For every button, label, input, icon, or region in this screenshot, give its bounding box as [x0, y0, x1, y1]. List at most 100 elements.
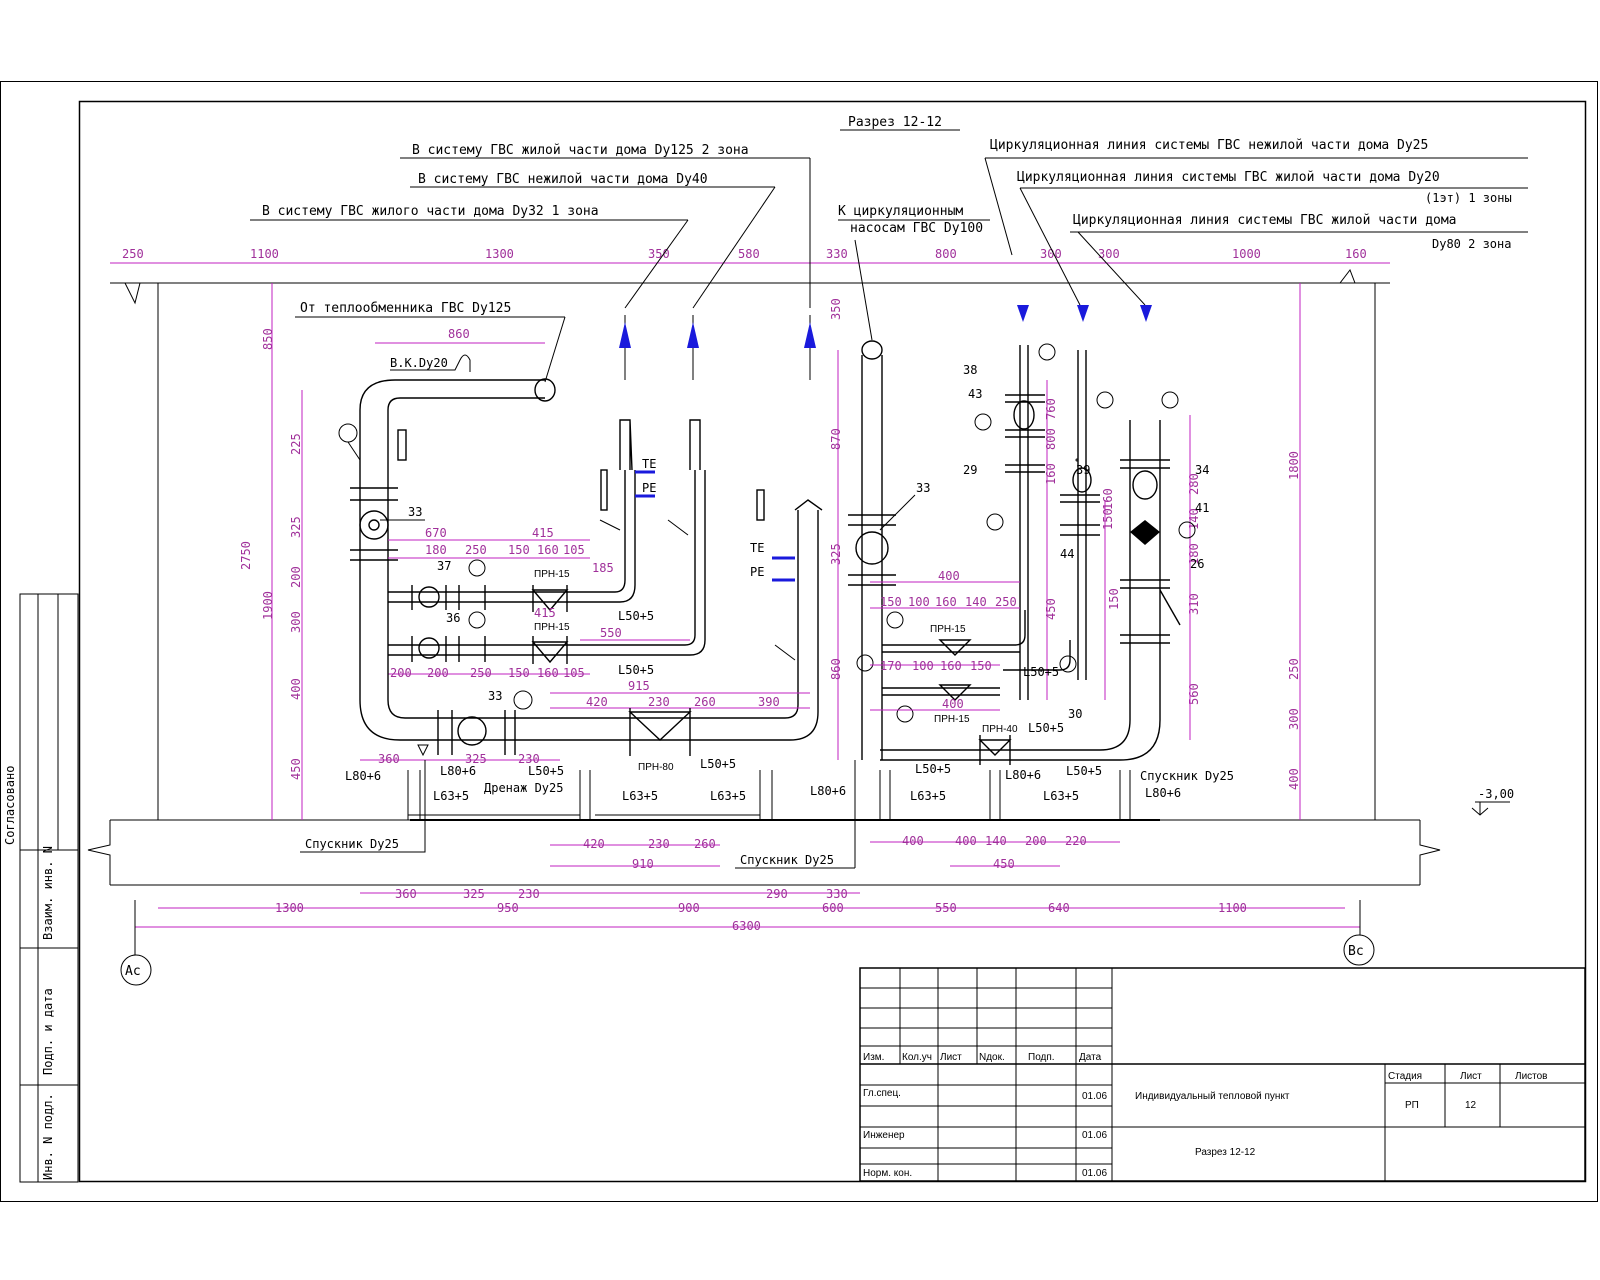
- beam-label: L50+5: [528, 764, 564, 778]
- dim-label: 200: [427, 666, 449, 680]
- dim-label: 360: [378, 752, 400, 766]
- bottom-dim: 1100: [1218, 901, 1247, 915]
- stage-header: Стадия: [1388, 1071, 1422, 1082]
- pressure-gauge-icon: [896, 705, 914, 723]
- dim-label: 140: [985, 834, 1007, 848]
- right-dim: 300: [1287, 708, 1301, 730]
- sheet-value: 12: [1465, 1100, 1477, 1111]
- pressure-gauge-icon: [1161, 391, 1179, 409]
- right-dimensions: 1800 250 300 400 560 310 180 140 280: [1187, 283, 1301, 820]
- left-dim: 200: [289, 566, 303, 588]
- left-dim: 225: [289, 433, 303, 455]
- top-dim: 300: [1098, 247, 1120, 261]
- item-number: 26: [1190, 557, 1204, 571]
- bottom-dim: 325: [463, 887, 485, 901]
- valve-label: ПРН-15: [534, 622, 570, 633]
- grid-axis-a: [120, 954, 152, 986]
- stamp-header: Nдок.: [979, 1052, 1005, 1063]
- outer-frame: [0, 81, 1598, 1202]
- item-number: 33: [408, 505, 422, 519]
- dim-label: 230: [518, 752, 540, 766]
- beam-label: L50+5: [1023, 665, 1059, 679]
- dim-label: 150: [1107, 588, 1121, 610]
- dim-label: 150: [508, 666, 530, 680]
- dim-label: 860: [448, 327, 470, 341]
- dim-label: 760: [1044, 398, 1058, 420]
- circulation-labels: Циркуляционная линия системы ГВС нежилой…: [984, 138, 1528, 322]
- dim-label: 400: [938, 569, 960, 583]
- top-dim: 580: [738, 247, 760, 261]
- circ-dy20-zone: (1эт) 1 зоны: [1425, 191, 1512, 205]
- dim-label: 450: [1044, 598, 1058, 620]
- right-dim: 1800: [1287, 451, 1301, 480]
- down-arrow-icon: [1017, 305, 1029, 322]
- beam-label: L80+6: [810, 784, 846, 798]
- dim-label: 450: [993, 857, 1015, 871]
- drawing-title: Разрез 12-12: [848, 115, 942, 130]
- bottom-dimensions: 360 325 230 290 330 1300 950 900 600 550…: [120, 887, 1375, 986]
- bottom-dim: 640: [1048, 901, 1070, 915]
- beam-label: L50+5: [700, 757, 736, 771]
- bottom-dim: 230: [518, 887, 540, 901]
- approved-label: Согласовано: [3, 766, 17, 845]
- down-arrow-icon: [1140, 305, 1152, 322]
- dim-label: 100: [908, 595, 930, 609]
- drain-left-label: Спускник Dу25: [305, 837, 399, 851]
- dim-label: 160: [537, 666, 559, 680]
- left-dim: 450: [289, 758, 303, 780]
- top-dim: 1100: [250, 247, 279, 261]
- dim-label: 105: [563, 543, 585, 557]
- dim-label: 250: [470, 666, 492, 680]
- left-branches: 670 415 180 250 150 160 105 185 ТЕ РЕ ПР…: [388, 419, 706, 680]
- dim-label: 100: [912, 659, 934, 673]
- dim-label: 105: [563, 666, 585, 680]
- stamp-role: Инженер: [863, 1130, 905, 1141]
- inner-frame: [78, 100, 1587, 1183]
- project-name: Индивидуальный тепловой пункт: [1135, 1091, 1290, 1102]
- beam-label: L50+5: [618, 663, 654, 677]
- dim-label: 400: [902, 834, 924, 848]
- item-number: 41: [1195, 501, 1209, 515]
- item-number: 34: [1195, 463, 1209, 477]
- pressure-gauge-icon: [1096, 391, 1114, 409]
- up-arrow-icon: [687, 322, 699, 348]
- pressure-gauge-icon: [856, 654, 874, 672]
- side-strip: Согласовано Взаим. инв. N Подп. и дата И…: [3, 593, 79, 1183]
- vk-label: В.К.Dу20: [390, 356, 448, 370]
- drain-right-label: Спускник Dу25: [1140, 769, 1234, 783]
- circ-dy20-label: Циркуляционная линия системы ГВС жилой ч…: [1017, 170, 1440, 185]
- top-dim: 330: [826, 247, 848, 261]
- valve-label: ПРН-15: [934, 714, 970, 725]
- dim-label: 350: [829, 298, 843, 320]
- valve-label: ПРН-15: [930, 624, 966, 635]
- valve-icon: [1132, 470, 1158, 500]
- side-label-1: Взаим. инв. N: [41, 846, 55, 940]
- pressure-gauge-icon: [1038, 343, 1056, 361]
- top-dim: 300: [1040, 247, 1062, 261]
- item-number: 37: [437, 559, 451, 573]
- dim-label: 230: [648, 837, 670, 851]
- main-left-pipe: ТЕ РЕ 915 420 230 260 390 33 ПРН-80 360 …: [359, 489, 823, 773]
- dim-label: 915: [628, 679, 650, 693]
- dim-label: 150: [970, 659, 992, 673]
- beam-label: L63+5: [710, 789, 746, 803]
- right-dim: 250: [1287, 658, 1301, 680]
- pressure-gauge-icon: [468, 611, 486, 629]
- right-dim: 400: [1287, 768, 1301, 790]
- pe-label: РЕ: [642, 481, 656, 495]
- stage-value: РП: [1405, 1100, 1419, 1111]
- left-dim: 850: [261, 328, 275, 350]
- dim-label: 390: [758, 695, 780, 709]
- stamp-date: 01.06: [1082, 1168, 1107, 1179]
- beam-label: L80+6: [345, 769, 381, 783]
- title-block: Изм. Кол.уч Лист Nдок. Подп. Дата Гл.спе…: [859, 967, 1586, 1182]
- left-dim: 400: [289, 678, 303, 700]
- stamp-header: Лист: [940, 1052, 962, 1063]
- dim-label: 670: [425, 526, 447, 540]
- dim-label: 180: [425, 543, 447, 557]
- check-valve-icon: [1130, 520, 1160, 532]
- beam-label: L50+5: [915, 762, 951, 776]
- left-dim: 300: [289, 611, 303, 633]
- dim-label: 160: [537, 543, 559, 557]
